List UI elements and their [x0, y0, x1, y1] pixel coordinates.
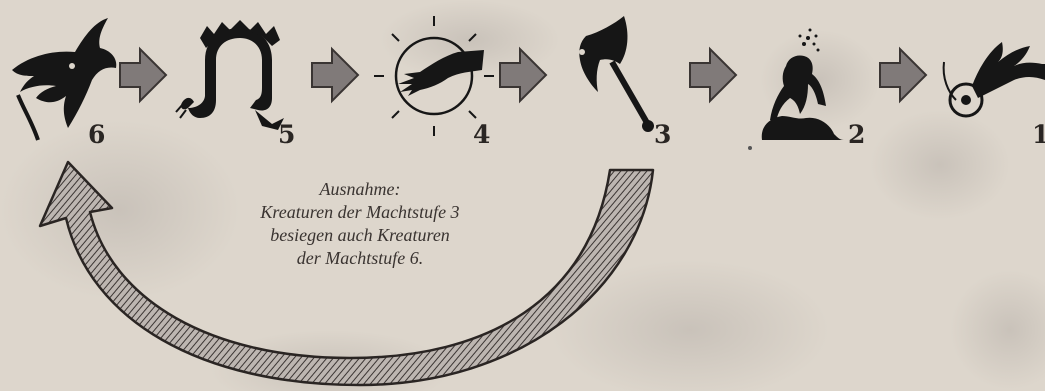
rank-label-6: 6 — [88, 122, 105, 147]
rank-label-3: 3 — [654, 122, 671, 147]
exception-line: besiegen auch Kreaturen — [210, 224, 510, 247]
exception-line: Kreaturen der Machtstufe 3 — [210, 201, 510, 224]
rank-label-2: 2 — [848, 122, 865, 147]
rank-label-4: 4 — [473, 122, 490, 147]
rank-label-1: 1 — [1032, 122, 1045, 147]
exception-note: Ausnahme: Kreaturen der Machtstufe 3 bes… — [210, 178, 510, 270]
exception-line: der Machtstufe 6. — [210, 247, 510, 270]
rank-label-5: 5 — [278, 122, 295, 147]
exception-heading: Ausnahme: — [210, 178, 510, 201]
